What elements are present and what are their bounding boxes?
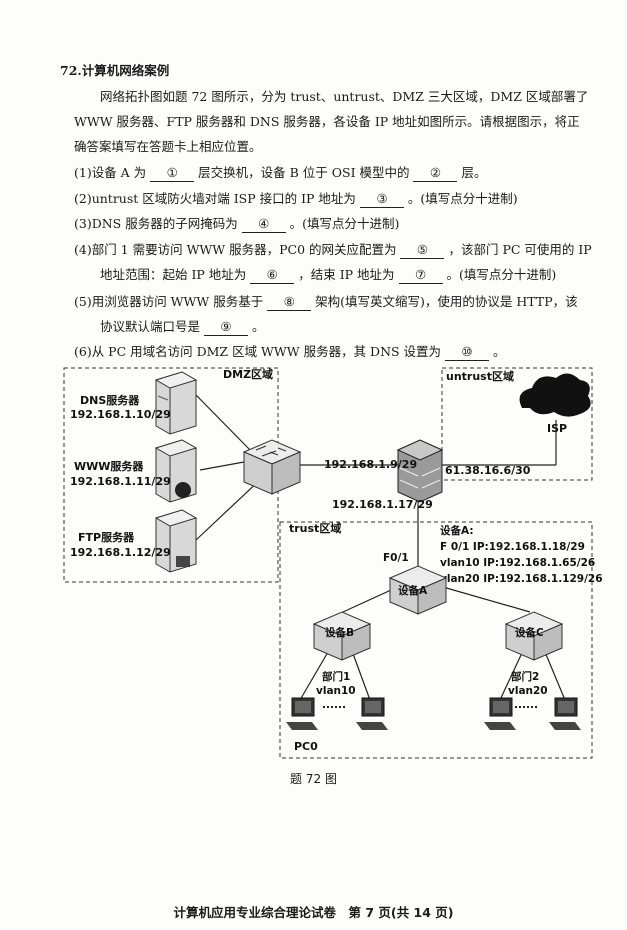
firewall-icon: [396, 439, 444, 503]
untrust-zone-box: [441, 367, 593, 481]
q4-text-c: 地址范围：起始 IP 地址为: [100, 267, 247, 282]
firewall-dmz-ip: 192.168.1.9/29: [324, 458, 417, 471]
pc0-label: PC0: [294, 740, 318, 753]
www-server-name: WWW服务器: [74, 459, 144, 473]
page-footer: 计算机应用专业综合理论试卷 第 7 页(共 14 页): [173, 905, 454, 920]
www-server-ip: 192.168.1.11/29: [70, 475, 171, 488]
device-a-info-title: 设备A:: [440, 524, 474, 537]
trust-zone-label: trust区域: [289, 521, 341, 535]
device-a-label: 设备A: [398, 584, 428, 597]
device-a-switch-icon: [388, 565, 448, 615]
q1-text-a: (1)设备 A 为: [74, 165, 147, 180]
q4-line-2: 地址范围：起始 IP 地址为 ⑥ ，结束 IP 地址为 ⑦ 。(填写点分十进制): [100, 267, 556, 284]
q5-text-b: 架构(填写英文缩写)，使用的协议是 HTTP，该: [315, 294, 578, 309]
q1: (1)设备 A 为 ① 层交换机，设备 B 位于 OSI 模型中的 ② 层。: [74, 165, 486, 182]
q4-text-d: ，结束 IP 地址为: [298, 267, 395, 282]
blank-9: ⑨: [204, 319, 248, 336]
f01-port-label: F0/1: [383, 552, 409, 564]
ftp-server-icon: [154, 509, 198, 573]
isp-label: ISP: [547, 422, 567, 435]
q5-line-1: (5)用浏览器访问 WWW 服务基于 ⑧ 架构(填写英文缩写)，使用的协议是 H…: [74, 294, 578, 311]
q4-text-e: 。(填写点分十进制): [446, 267, 557, 282]
q1-text-b: 层交换机，设备 B 位于 OSI 模型中的: [198, 165, 410, 180]
pc-icon: [549, 697, 581, 730]
blank-3: ③: [359, 191, 404, 208]
q5-text-d: 。: [251, 319, 265, 334]
blank-2: ②: [413, 165, 458, 182]
dept1-dots: ......: [322, 699, 346, 711]
dept2-label: 部门2: [511, 670, 539, 683]
intro-line-2: WWW 服务器、FTP 服务器和 DNS 服务器，各设备 IP 地址如图所示。请…: [74, 114, 580, 129]
dns-server-name: DNS服务器: [80, 393, 140, 407]
q2-text-a: (2)untrust 区域防火墙对端 ISP 接口的 IP 地址为: [74, 191, 356, 206]
device-b-switch-icon: [312, 611, 372, 661]
q5-line-2: 协议默认端口号是 ⑨ 。: [100, 319, 265, 336]
www-server-icon: [154, 439, 198, 503]
blank-6: ⑥: [250, 267, 295, 284]
pc-icon: [484, 697, 516, 730]
blank-5: ⑤: [400, 242, 445, 259]
blank-10: ⑩: [445, 344, 490, 361]
device-a-vlan20-ip: vlan20 IP:192.168.1.129/26: [440, 573, 603, 585]
dns-server-ip: 192.168.1.10/29: [70, 408, 171, 421]
pc-icon: [356, 697, 388, 730]
firewall-isp-ip: 61.38.16.6/30: [445, 464, 531, 477]
ftp-server-ip: 192.168.1.12/29: [70, 546, 171, 559]
intro-line-1: 网络拓扑图如题 72 图所示，分为 trust、untrust、DMZ 三大区域…: [100, 89, 589, 104]
q4-line-1: (4)部门 1 需要访问 WWW 服务器，PC0 的网关应配置为 ⑤ ，该部门 …: [74, 242, 592, 259]
figure-caption: 题 72 图: [290, 772, 337, 786]
q6: (6)从 PC 用域名访问 DMZ 区域 WWW 服务器，其 DNS 设置为 ⑩…: [74, 344, 506, 361]
q3: (3)DNS 服务器的子网掩码为 ④ 。(填写点分十进制): [74, 216, 399, 233]
q5-text-a: (5)用浏览器访问 WWW 服务基于: [74, 294, 264, 309]
q2-text-b: 。(填写点分十进制): [407, 191, 518, 206]
untrust-zone-label: untrust区域: [446, 369, 514, 383]
dmz-zone-label: DMZ区域: [223, 367, 273, 381]
dmz-zone-box: [63, 367, 279, 583]
device-a-vlan10-ip: vlan10 IP:192.168.1.65/26: [440, 557, 595, 569]
pc0-icon: [286, 697, 318, 730]
dept1-label: 部门1: [322, 670, 350, 683]
q3-text-b: 。(填写点分十进制): [289, 216, 400, 231]
firewall-trust-ip: 192.168.1.17/29: [332, 498, 433, 511]
blank-8: ⑧: [267, 294, 312, 311]
dept1-vlan-label: vlan10: [316, 685, 356, 697]
blank-7: ⑦: [398, 267, 443, 284]
ftp-server-name: FTP服务器: [78, 530, 135, 544]
device-c-switch-icon: [504, 611, 564, 661]
device-c-label: 设备C: [515, 626, 544, 639]
blank-1: ①: [150, 165, 195, 182]
trust-zone-box: [279, 521, 593, 759]
q1-text-c: 层。: [461, 165, 487, 180]
q3-text-a: (3)DNS 服务器的子网掩码为: [74, 216, 238, 231]
dept2-dots: ......: [514, 699, 538, 711]
q2: (2)untrust 区域防火墙对端 ISP 接口的 IP 地址为 ③ 。(填写…: [74, 191, 518, 208]
intro-line-3: 确答案填写在答题卡上相应位置。: [74, 139, 262, 154]
q6-text-a: (6)从 PC 用域名访问 DMZ 区域 WWW 服务器，其 DNS 设置为: [74, 344, 442, 359]
q6-text-b: 。: [493, 344, 506, 359]
q4-text-a: (4)部门 1 需要访问 WWW 服务器，PC0 的网关应配置为: [74, 242, 397, 257]
question-title: 72.计算机网络案例: [60, 63, 170, 78]
device-a-f01-ip: F 0/1 IP:192.168.1.18/29: [440, 541, 585, 553]
device-b-label: 设备B: [325, 626, 354, 639]
dmz-switch-icon: [242, 439, 302, 495]
isp-cloud-icon: [519, 373, 591, 417]
q5-text-c: 协议默认端口号是: [100, 319, 201, 334]
dept2-vlan-label: vlan20: [508, 685, 548, 697]
blank-4: ④: [241, 216, 286, 233]
q4-text-b: ，该部门 PC 可使用的 IP: [448, 242, 592, 257]
dns-server-icon: [154, 371, 198, 435]
